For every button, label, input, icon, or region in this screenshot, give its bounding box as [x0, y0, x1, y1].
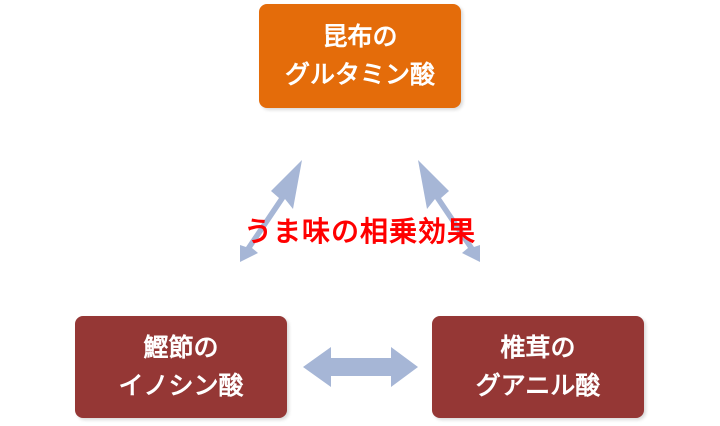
- box-label-line2: グアニル酸: [475, 371, 601, 400]
- double-arrow-icon: [240, 160, 302, 262]
- double-arrow-icon: [418, 160, 480, 262]
- box-label-line1: 椎茸の: [500, 333, 576, 362]
- umami-synergy-label: うま味の相乗効果: [243, 215, 476, 248]
- double-arrow-icon: [303, 347, 418, 387]
- box-label-line1: 鰹節の: [143, 333, 219, 362]
- box-label-line1: 昆布の: [322, 22, 398, 51]
- kombu-glutamic-acid-box: 昆布の グルタミン酸: [259, 4, 461, 108]
- box-label-line2: イノシン酸: [118, 371, 244, 400]
- katsuobushi-inosinic-acid-box: 鰹節の イノシン酸: [75, 316, 287, 418]
- shiitake-guanylic-acid-box: 椎茸の グアニル酸: [432, 316, 644, 418]
- box-label-line2: グルタミン酸: [284, 60, 435, 89]
